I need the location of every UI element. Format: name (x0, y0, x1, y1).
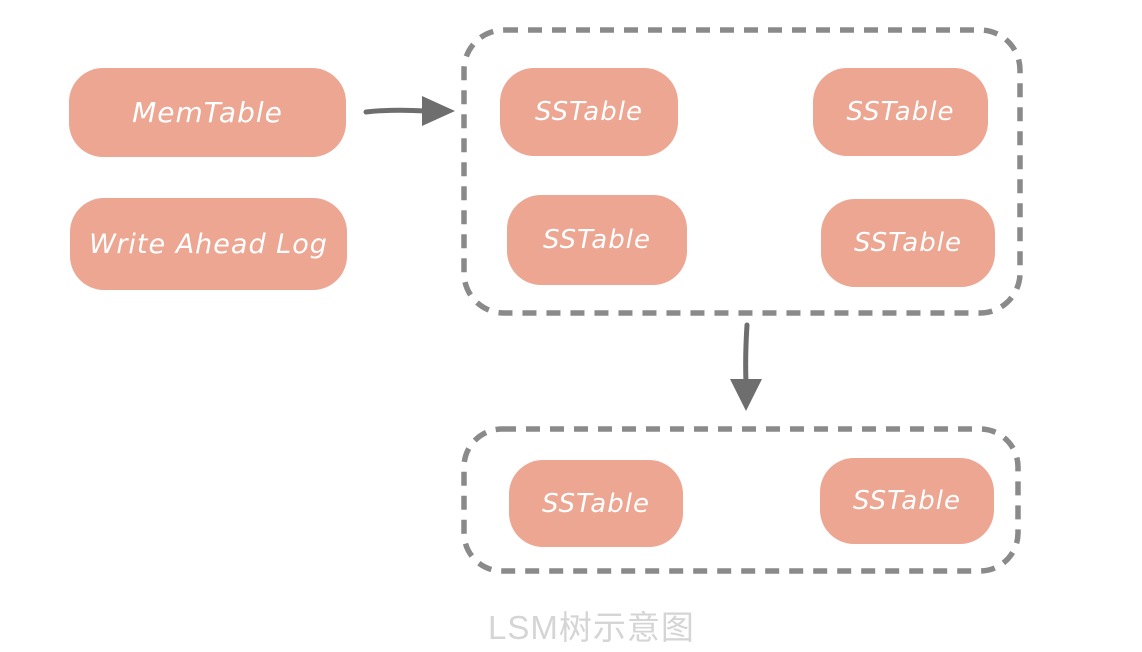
sstable-node: SSTable (509, 460, 683, 547)
diagram-caption: LSM树示意图 (488, 609, 695, 646)
level2-dashed-border (461, 426, 1021, 574)
level1-sstable-group: SSTable SSTable SSTable SSTable (461, 27, 1023, 316)
sstable-node: SSTable (821, 199, 995, 287)
memtable-node: MemTable (69, 68, 346, 157)
sstable-node: SSTable (500, 68, 678, 156)
sstable-node: SSTable (820, 458, 994, 544)
arrow-down-icon (730, 322, 762, 411)
sstable-node: SSTable (813, 68, 988, 156)
level2-sstable-group: SSTable SSTable (461, 426, 1021, 574)
sstable-node: SSTable (507, 195, 687, 285)
write-ahead-log-node: Write Ahead Log (70, 198, 347, 290)
arrow-right-icon (363, 96, 455, 126)
level1-dashed-border (461, 27, 1023, 316)
